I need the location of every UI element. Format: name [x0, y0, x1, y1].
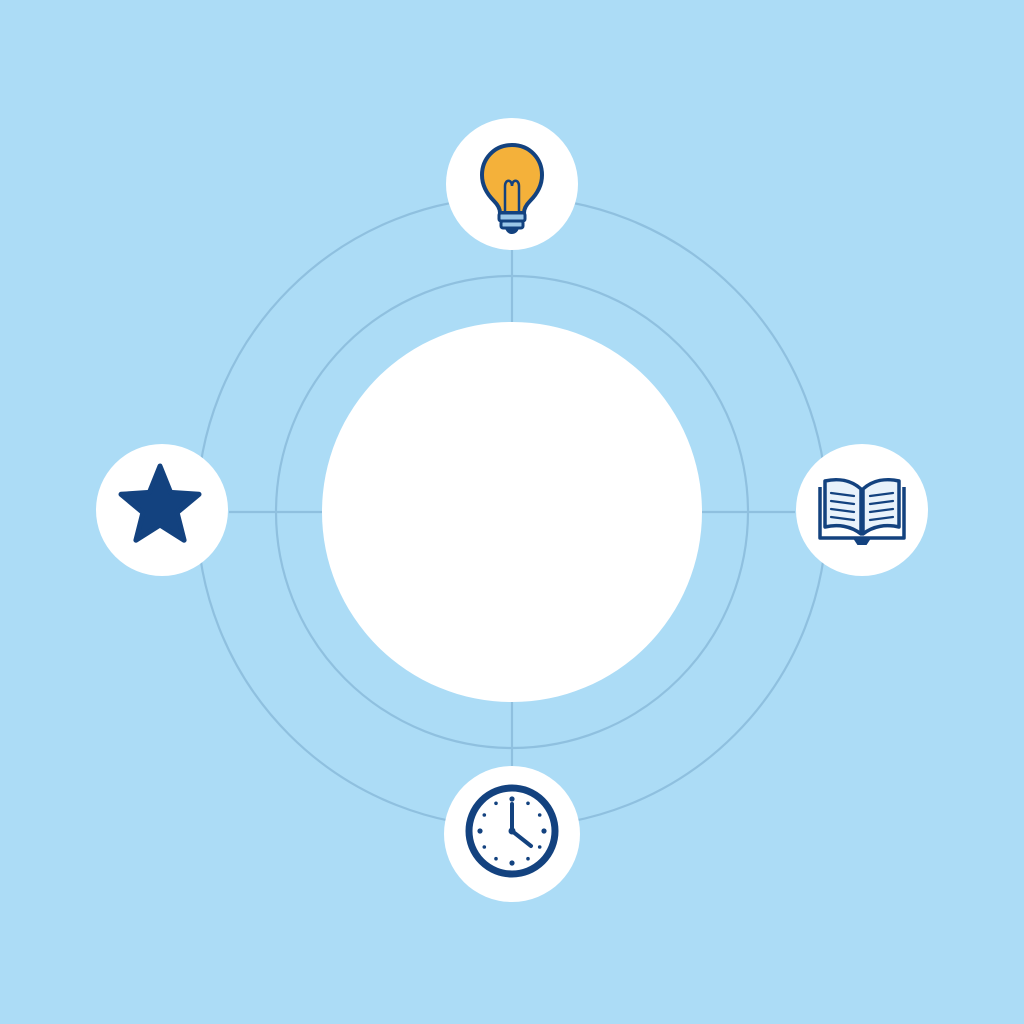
node-bottom: [444, 766, 580, 902]
node-left: [96, 444, 228, 576]
center-hub: [322, 322, 702, 702]
clock-tick: [509, 796, 515, 802]
clock-tick: [526, 801, 530, 806]
clock-tick: [494, 856, 498, 861]
clock-tick: [482, 813, 487, 817]
node-right: [796, 444, 928, 576]
clock-tick: [537, 845, 542, 849]
clock-tick: [482, 845, 487, 849]
lightbulb-icon: [480, 143, 544, 234]
clock-tick: [509, 860, 515, 866]
star-icon: [118, 463, 202, 543]
clock-tick: [477, 828, 483, 834]
clock-tick: [526, 856, 530, 861]
node-top: [446, 118, 578, 250]
clock-tick: [494, 801, 498, 806]
clock-icon: [465, 784, 559, 878]
open-book-icon: [818, 477, 906, 545]
clock-tick: [541, 828, 547, 834]
clock-tick: [537, 813, 542, 817]
